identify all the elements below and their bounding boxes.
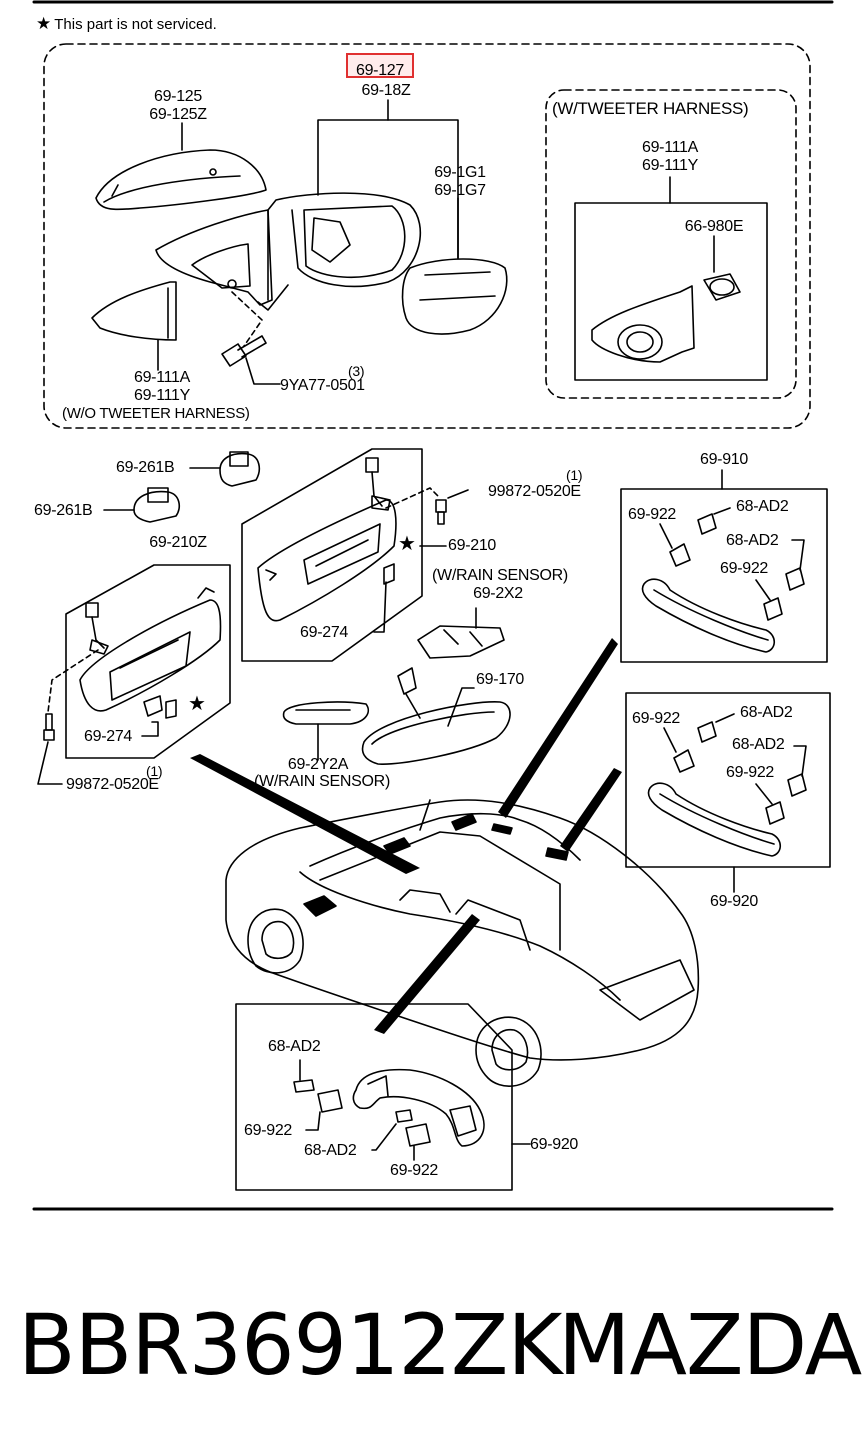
label-rain-sensor-cover: 69-2X2 (473, 585, 523, 602)
label-handle-910: 69-910 (699, 451, 749, 468)
star-icon-left-visor: ★ (188, 693, 206, 715)
tweeter-inner-frame (574, 202, 768, 381)
brand-name: MAZDA (558, 1296, 862, 1394)
mirror-cover-drawing (95, 149, 267, 211)
label-visor-bolt-right: 99872-0520E (488, 483, 581, 500)
handle-920-drawing (647, 721, 807, 857)
visor-right-frame (241, 448, 423, 662)
label-visor-clip-2: 69-261B (34, 502, 93, 519)
label-rain-sensor-lower: 69-2Y2A (287, 756, 349, 773)
highlighted-part-box (346, 53, 414, 78)
pointer-wedge-4 (374, 914, 480, 1034)
label-garnish-2: 69-111Y (133, 387, 191, 404)
label-handle-910-cap-2: 68-AD2 (726, 532, 779, 549)
label-bottom-handle: 69-920 (530, 1136, 579, 1153)
label-with-tweeter: (W/TWEETER HARNESS) (552, 99, 749, 118)
label-handle-920-cap-2: 68-AD2 (732, 736, 785, 753)
label-visor-bolt-left-qty: (1) (146, 763, 163, 779)
rain-sensor-cover-drawing (417, 625, 505, 659)
label-bolt-qty: (3) (348, 363, 365, 379)
label-mirror-cover-1: 69-125 (153, 88, 203, 105)
rear-view-mirror-drawing (361, 667, 511, 765)
legend-note: ★This part is not serviced. (36, 14, 217, 34)
label-tweeter: 66-980E (684, 218, 744, 235)
handle-910-drawing (641, 513, 805, 653)
pointer-wedge-2 (498, 638, 618, 818)
mirror-glass-drawing (401, 258, 508, 335)
label-tweeter-garnish-2: 69-111Y (641, 157, 699, 174)
label-bottom-cap-2: 68-AD2 (304, 1142, 357, 1159)
label-rain-sensor-2: (W/RAIN SENSOR) (254, 773, 390, 790)
handle-frame-920 (625, 692, 831, 868)
garnish-drawing (91, 281, 177, 341)
visor-bolt-left (43, 713, 55, 741)
visor-clip-drawing (133, 451, 261, 523)
label-69-18z: 69-18Z (361, 82, 411, 99)
mirror-bolt-drawing (221, 335, 267, 367)
handle-frame-910 (620, 488, 828, 663)
mirror-section-frame (43, 43, 811, 429)
rain-sensor-lower-drawing (282, 701, 370, 725)
label-handle-910-clip-2: 69-922 (720, 560, 769, 577)
label-handle-910-cap-1: 68-AD2 (736, 498, 789, 515)
visor-bolt-right (435, 499, 447, 525)
label-handle-920-clip-1: 69-922 (632, 710, 681, 727)
part-number: BBR36912ZK (18, 1296, 562, 1394)
handle-frame-bottom (235, 1003, 513, 1191)
pointer-wedge-3 (560, 768, 622, 852)
label-rear-view-mirror: 69-170 (476, 671, 525, 688)
label-visor-right-cover: 69-274 (300, 624, 349, 641)
label-visor-right: 69-210 (448, 537, 497, 554)
label-handle-910-clip-1: 69-922 (628, 506, 677, 523)
label-visor-left-cover: 69-274 (84, 728, 133, 745)
handle-bottom-drawing (293, 1068, 485, 1147)
label-without-tweeter: (W/O TWEETER HARNESS) (62, 405, 250, 422)
label-bottom-clip-1: 69-922 (244, 1122, 293, 1139)
label-tweeter-garnish-1: 69-111A (641, 139, 699, 156)
caption: BBR36912ZK MAZDA (14, 1290, 862, 1400)
label-handle-920-clip-2: 69-922 (726, 764, 775, 781)
label-handle-920: 69-920 (709, 893, 759, 910)
label-visor-bolt-left: 99872-0520E (66, 776, 159, 793)
label-mirror-glass-1: 69-1G1 (434, 164, 486, 181)
visor-left-frame (65, 564, 231, 759)
star-icon-right-visor: ★ (398, 533, 416, 555)
label-bottom-clip-2: 69-922 (390, 1162, 439, 1179)
tweeter-drawing (591, 273, 741, 363)
label-bottom-cap-1: 68-AD2 (268, 1038, 321, 1055)
car-drawing (225, 799, 700, 1087)
label-handle-920-cap-1: 68-AD2 (740, 704, 793, 721)
tweeter-section-frame (545, 89, 797, 399)
label-visor-bolt-right-qty: (1) (566, 467, 583, 483)
label-visor-clip-1: 69-261B (116, 459, 175, 476)
label-mirror-bolt: 9YA77-0501 (280, 377, 365, 394)
label-visor-left: 69-210Z (149, 534, 207, 551)
mirror-housing-drawing (155, 192, 422, 311)
label-mirror-cover-2: 69-125Z (149, 106, 207, 123)
label-mirror-glass-2: 69-1G7 (434, 182, 486, 199)
visor-left-drawing (79, 587, 222, 719)
label-rain-sensor-1: (W/RAIN SENSOR) (432, 567, 568, 584)
visor-right-drawing (257, 457, 397, 622)
star-icon: ★ (36, 14, 52, 33)
label-highlighted-part: 69-127 (355, 62, 405, 79)
label-garnish-1: 69-111A (133, 369, 191, 386)
legend-text: This part is not serviced. (54, 16, 217, 33)
